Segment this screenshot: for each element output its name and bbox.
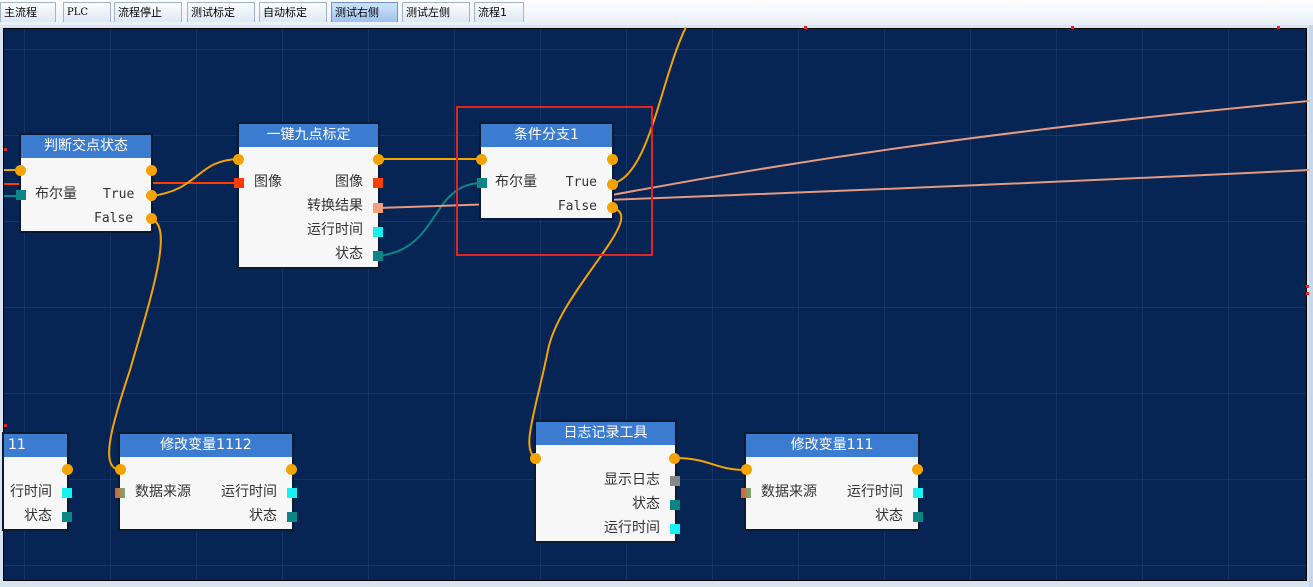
node-title: 判断交点状态: [21, 135, 151, 158]
port-false-out[interactable]: [607, 202, 618, 213]
edge-marker: [4, 424, 7, 427]
port-flow-out[interactable]: [373, 154, 384, 165]
port-label-runtime: 行时间: [10, 484, 52, 500]
node-judge-intersection[interactable]: 判断交点状态 布尔量 True False: [21, 135, 151, 231]
port-status-out[interactable]: [62, 512, 72, 522]
port-label-source: 数据来源: [761, 484, 817, 500]
node-title: 修改变量1112: [120, 434, 292, 457]
port-flow-in[interactable]: [530, 453, 541, 464]
node-modify-variable-111[interactable]: 修改变量111 数据来源 运行时间 状态: [746, 434, 918, 529]
port-label-runtime: 运行时间: [847, 484, 903, 500]
port-flow-out[interactable]: [607, 154, 618, 165]
port-image-in[interactable]: [234, 178, 244, 188]
node-nine-point-calibration[interactable]: 一键九点标定 图像 图像 转换结果 运行时间 状态: [239, 124, 378, 267]
tab-main-flow[interactable]: 主流程: [0, 2, 56, 22]
port-status-out[interactable]: [287, 512, 297, 522]
port-status-out[interactable]: [913, 512, 923, 522]
edge-marker: [1306, 292, 1309, 295]
port-source-in[interactable]: [741, 488, 751, 498]
port-label-runtime: 运行时间: [221, 484, 277, 500]
port-label-bool: 布尔量: [495, 174, 537, 190]
port-label-true: True: [103, 187, 135, 202]
port-label-runtime: 运行时间: [604, 520, 660, 536]
tab-plc[interactable]: PLC: [63, 2, 111, 22]
port-runtime-out[interactable]: [670, 524, 680, 534]
node-title: 条件分支1: [481, 124, 612, 147]
node-log-tool[interactable]: 日志记录工具 显示日志 状态 运行时间: [536, 422, 675, 541]
port-label-true: True: [565, 175, 597, 190]
port-label-source: 数据来源: [135, 484, 191, 500]
port-label-status: 状态: [875, 508, 903, 524]
right-scrollbar-strip[interactable]: [1309, 25, 1313, 587]
port-true-out[interactable]: [146, 190, 157, 201]
tab-auto-calibration[interactable]: 自动标定: [259, 2, 327, 22]
tab-bar: 主流程 PLC 流程停止 测试标定 自动标定 测试右侧 测试左侧 流程1: [0, 0, 1313, 26]
port-result-out[interactable]: [373, 203, 383, 213]
selection-highlight: [456, 106, 653, 256]
port-image-out[interactable]: [373, 178, 383, 188]
port-label-status: 状态: [249, 508, 277, 524]
port-flow-out[interactable]: [62, 464, 73, 475]
tab-test-left[interactable]: 测试左侧: [402, 2, 470, 22]
port-label-false: False: [557, 199, 597, 214]
tab-flow-1[interactable]: 流程1: [474, 2, 524, 22]
node-title: 11: [4, 434, 67, 457]
port-runtime-out[interactable]: [62, 488, 72, 498]
node-title: 修改变量111: [746, 434, 918, 457]
port-bool-in[interactable]: [16, 190, 26, 200]
port-runtime-out[interactable]: [287, 488, 297, 498]
port-flow-out[interactable]: [146, 165, 157, 176]
port-bool-in[interactable]: [477, 178, 487, 188]
port-label-false: False: [94, 211, 134, 226]
port-flow-out[interactable]: [669, 453, 680, 464]
node-modify-variable-1112[interactable]: 修改变量1112 数据来源 运行时间 状态: [120, 434, 292, 529]
port-status-out[interactable]: [670, 500, 680, 510]
node-title: 日志记录工具: [536, 422, 675, 445]
port-flow-out[interactable]: [286, 464, 297, 475]
port-label-status: 状态: [335, 246, 363, 262]
port-false-out[interactable]: [146, 213, 157, 224]
port-status-out[interactable]: [373, 251, 383, 261]
port-display-log-out[interactable]: [670, 476, 680, 486]
node-condition-branch[interactable]: 条件分支1 布尔量 True False: [481, 124, 612, 218]
port-label-runtime: 运行时间: [307, 222, 363, 238]
edge-marker: [1277, 26, 1280, 29]
edge-marker: [4, 148, 7, 151]
port-label-result: 转换结果: [307, 198, 363, 214]
node-title: 一键九点标定: [239, 124, 378, 147]
tab-test-right[interactable]: 测试右侧: [331, 2, 398, 22]
tab-flow-stop[interactable]: 流程停止: [114, 2, 182, 22]
port-true-out[interactable]: [607, 179, 618, 190]
port-flow-in[interactable]: [15, 165, 26, 176]
port-label-status: 状态: [632, 496, 660, 512]
port-flow-out[interactable]: [912, 464, 923, 475]
port-flow-in[interactable]: [115, 464, 126, 475]
edge-marker: [1071, 26, 1074, 29]
port-flow-in[interactable]: [476, 154, 487, 165]
port-runtime-out[interactable]: [373, 227, 383, 237]
port-flow-in[interactable]: [233, 154, 244, 165]
port-source-in[interactable]: [115, 488, 125, 498]
edge-marker: [1306, 285, 1309, 288]
port-label-bool: 布尔量: [35, 186, 77, 202]
port-label-display-log: 显示日志: [604, 472, 660, 488]
port-label-image-in: 图像: [254, 174, 282, 190]
edge-marker: [804, 26, 807, 29]
port-runtime-out[interactable]: [913, 488, 923, 498]
tab-test-calibration[interactable]: 测试标定: [187, 2, 255, 22]
port-label-image-out: 图像: [335, 174, 363, 190]
port-label-status: 状态: [24, 508, 52, 524]
port-flow-in[interactable]: [741, 464, 752, 475]
node-modify-variable-partial[interactable]: 11 行时间 状态: [4, 434, 67, 529]
